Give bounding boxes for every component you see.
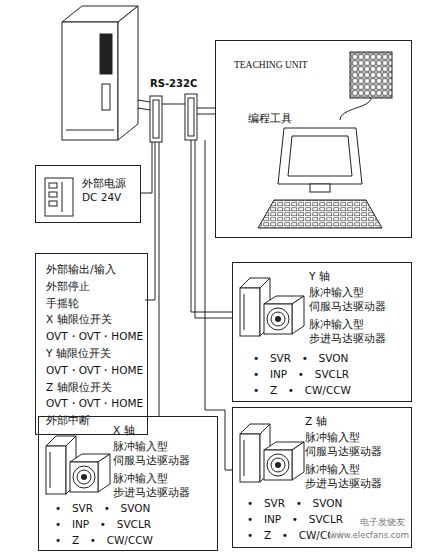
- node-text: 外部电源 DC 24V: [82, 176, 127, 204]
- computer-icon: [258, 128, 382, 228]
- node-text: 外部输出/输入: [46, 262, 116, 276]
- node-text: X 轴: [113, 423, 135, 437]
- axis-box: X 轴脉冲输入型 伺服马达驱动器脉冲输入型 步进马达驱动器 • SVR • SVO…: [38, 416, 218, 551]
- node-text: Z 轴限位开关: [46, 380, 112, 394]
- servo-motor-driver: [240, 278, 304, 336]
- node-text: OVT・OVT・HOME: [46, 329, 143, 343]
- cable-plug: [138, 94, 197, 142]
- watermark: 电子发烧友: [360, 516, 405, 529]
- controller-unit: [62, 6, 138, 140]
- node-text: 脉冲输入型 伺服马达驱动器: [305, 430, 385, 458]
- node-text: Z 轴: [305, 414, 327, 428]
- node-text: • SVR • SVON: [55, 501, 150, 515]
- node-text: 脉冲输入型 伺服马达驱动器: [309, 285, 389, 313]
- node-text: OVT・OVT・HOME: [46, 363, 143, 377]
- interface-label: RS-232C: [150, 78, 197, 89]
- node-text: X 轴限位开关: [46, 312, 112, 326]
- node-text: Y 轴限位开关: [46, 346, 111, 360]
- servo-motor-driver: [46, 436, 110, 494]
- teaching-pendant: [340, 52, 392, 120]
- node-text: • INP • SVCLR: [253, 367, 349, 381]
- power-box: 外部电源 DC 24V: [35, 165, 141, 223]
- node-text: 编程工具: [248, 111, 292, 125]
- node-text: • Z • CW/CCW: [253, 383, 351, 397]
- node-text: 脉冲输入型 伺服马达驱动器: [113, 439, 193, 467]
- servo-motor-driver: [240, 424, 304, 482]
- node-text: 脉冲输入型 步进马达驱动器: [305, 462, 385, 490]
- node-text: 外部停止: [46, 279, 90, 293]
- node-text: 脉冲输入型 步进马达驱动器: [113, 471, 193, 499]
- node-text: • INP • SVCLR: [247, 512, 343, 526]
- node-text: 脉冲输入型 步进马达驱动器: [309, 317, 389, 345]
- peripheral-box: TEACHING UNIT 编程工具: [215, 40, 412, 238]
- axis-box: Y 轴脉冲输入型 伺服马达驱动器脉冲输入型 步进马达驱动器 • SVR • SVO…: [232, 262, 412, 402]
- node-text: OVT・OVT・HOME: [46, 396, 143, 410]
- node-text: TEACHING UNIT: [234, 59, 308, 72]
- watermark: www.elecfans.com: [330, 530, 409, 540]
- node-text: • SVR • SVON: [247, 496, 342, 510]
- node-text: • SVR • SVON: [253, 351, 348, 365]
- power-supply: [45, 178, 73, 216]
- io-list-box: 外部输出/输入外部停止手摇轮 X 轴限位开关 OVT・OVT・HOME Y 轴限位开关…: [35, 253, 148, 435]
- node-text: • Z • CW/CCW: [55, 533, 153, 547]
- node-text: 手摇轮: [46, 296, 79, 310]
- node-text: Y 轴: [309, 269, 330, 283]
- node-text: • INP • SVCLR: [55, 517, 151, 531]
